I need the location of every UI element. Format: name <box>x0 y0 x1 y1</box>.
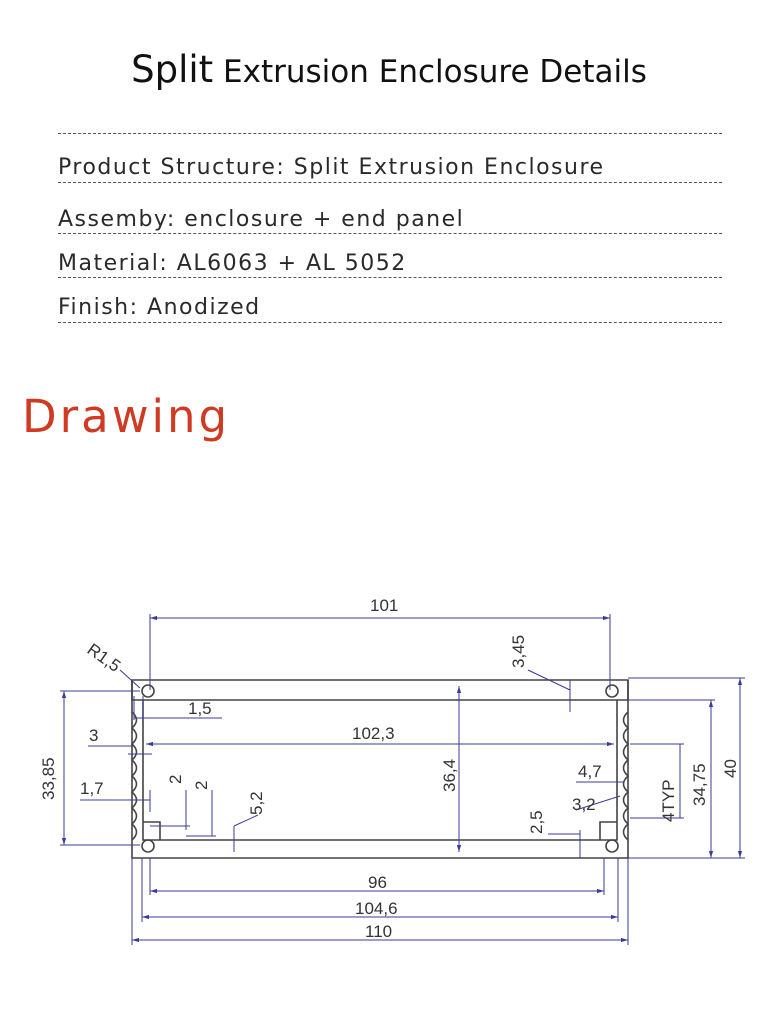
dim-36-4: 36,4 <box>440 759 459 792</box>
title-split: Split <box>131 48 214 91</box>
divider <box>58 233 722 234</box>
spec-text: Finish: Anodized <box>58 295 261 320</box>
spec-material: Material: AL6063 + AL 5052 <box>58 246 722 276</box>
dim-40: 40 <box>721 759 740 778</box>
dim-1-7: 1,7 <box>80 779 104 798</box>
drawing-heading: Drawing <box>22 390 231 443</box>
spec-text: Product Structure: Split Extrusion Enclo… <box>58 155 605 180</box>
spec-product-structure: Product Structure: Split Extrusion Enclo… <box>58 150 722 180</box>
spec-finish: Finish: Anodized <box>58 290 722 320</box>
spec-assembly: Assemby: enclosure + end panel <box>58 202 722 232</box>
dim-33-85: 33,85 <box>39 757 58 800</box>
dim-4-7: 4,7 <box>578 762 602 781</box>
divider <box>58 322 722 323</box>
dim-104-6: 104,6 <box>355 899 398 918</box>
dim-r1-5: R1,5 <box>84 640 124 676</box>
title-rest: Extrusion Enclosure Details <box>213 54 647 90</box>
dim-101: 101 <box>370 596 398 615</box>
dim-3-2: 3,2 <box>572 795 596 814</box>
dim-102-3: 102,3 <box>352 724 395 743</box>
dimension-lines <box>60 614 745 945</box>
divider <box>58 133 722 134</box>
dim-4typ: 4TYP <box>659 779 678 822</box>
spec-text: Assemby: enclosure + end panel <box>58 207 465 232</box>
dim-3-45: 3,45 <box>509 635 528 668</box>
dim-1-5: 1,5 <box>188 699 212 718</box>
spec-text: Material: AL6063 + AL 5052 <box>58 251 407 276</box>
divider <box>58 182 722 183</box>
dim-110: 110 <box>365 922 392 941</box>
dim-2-5: 2,5 <box>527 810 546 834</box>
dim-3: 3 <box>89 726 98 745</box>
dim-96: 96 <box>368 873 387 892</box>
dim-2-first: 2 <box>166 775 185 784</box>
page-title: Split Extrusion Enclosure Details <box>0 48 778 91</box>
dim-2-second: 2 <box>192 781 211 790</box>
dim-34-75: 34,75 <box>690 763 709 806</box>
divider <box>58 277 722 278</box>
dim-5-2: 5,2 <box>247 791 266 815</box>
